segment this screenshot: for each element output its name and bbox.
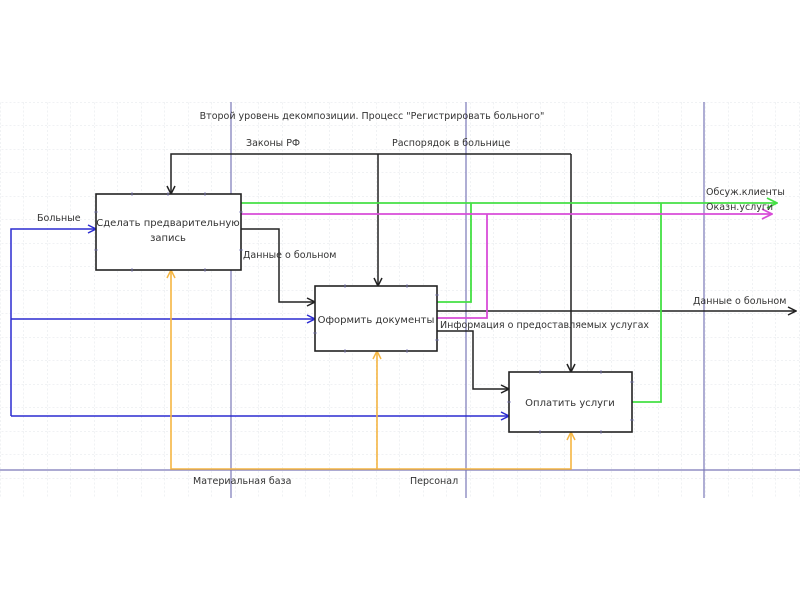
label-mechanism-staff: Персонал [410,476,458,487]
input-arrows[interactable] [10,229,509,416]
label-input-patients: Больные [37,213,81,224]
label-internal-service-info: Информация о предоставляемых услугах [440,320,649,331]
label-internal-patient-data: Данные о больном [243,250,336,261]
output-arrows-magenta[interactable] [241,214,771,319]
box-b3-label: Оплатить услуги [525,398,615,409]
magenta-from-b2 [437,214,488,319]
box-b1-label-line2: запись [150,233,186,244]
box-b1-label-line1: Сделать предварительную [96,218,239,229]
page-break-lines [0,102,800,498]
diagram-title: Второй уровень декомпозиции. Процесс "Ре… [200,111,545,122]
label-control-laws: Законы РФ [246,138,300,149]
activity-box-b3[interactable]: Оплатить услуги [508,371,633,433]
control-arrows[interactable] [171,153,571,372]
activity-box-b1[interactable]: Сделать предварительную запись [95,193,242,271]
label-output-patient-data: Данные о больном [693,296,786,307]
internal-arrows[interactable] [241,228,796,389]
green-from-b3 [632,203,662,403]
mechanism-arrow-b3 [377,432,571,470]
input-arrow-b1 [10,229,96,416]
control-arrow-laws [171,153,571,194]
arrow-b2-to-b3 [437,330,509,389]
box-handles [94,192,634,434]
output-arrows-green[interactable] [241,203,776,403]
green-from-b2 [437,203,472,303]
label-output-provided-services: Оказн.услуги [706,202,773,213]
label-output-discussed-clients: Обсуж.клиенты [706,187,785,198]
mechanism-arrows[interactable] [171,270,571,470]
box-b2-label: Оформить документы [318,315,435,326]
label-control-rules: Распорядок в больнице [392,138,510,149]
activity-box-b2[interactable]: Оформить документы [314,285,438,352]
arrow-b1-to-b2 [241,228,315,302]
label-mechanism-base: Материальная база [193,476,291,487]
mechanism-arrow-b1 [171,270,377,470]
